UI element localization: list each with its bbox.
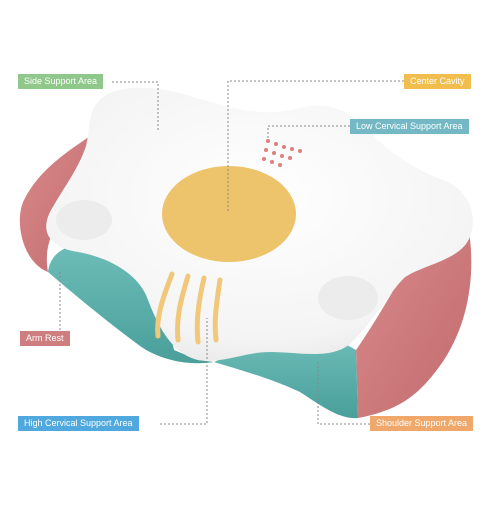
right-bump bbox=[318, 276, 378, 320]
pillow-front-left bbox=[48, 244, 214, 364]
callout-shoulder-support-area: Shoulder Support Area bbox=[370, 416, 474, 431]
high-cervical-ridges bbox=[155, 271, 223, 345]
left-bump bbox=[56, 200, 112, 240]
callout-center-cavity: Center Cavity bbox=[404, 74, 471, 89]
callout-arm-rest: Arm Rest bbox=[20, 331, 70, 346]
center-cavity-disc bbox=[162, 166, 296, 262]
pillow-right-side bbox=[356, 225, 472, 418]
leader-lines bbox=[59, 80, 404, 425]
pillow-front-right bbox=[214, 336, 358, 419]
callout-high-cervical-support-area: High Cervical Support Area bbox=[18, 416, 139, 431]
low-cervical-dots bbox=[262, 139, 302, 167]
callout-side-support-area: Side Support Area bbox=[18, 74, 104, 89]
callout-low-cervical-support-area: Low Cervical Support Area bbox=[350, 119, 469, 134]
